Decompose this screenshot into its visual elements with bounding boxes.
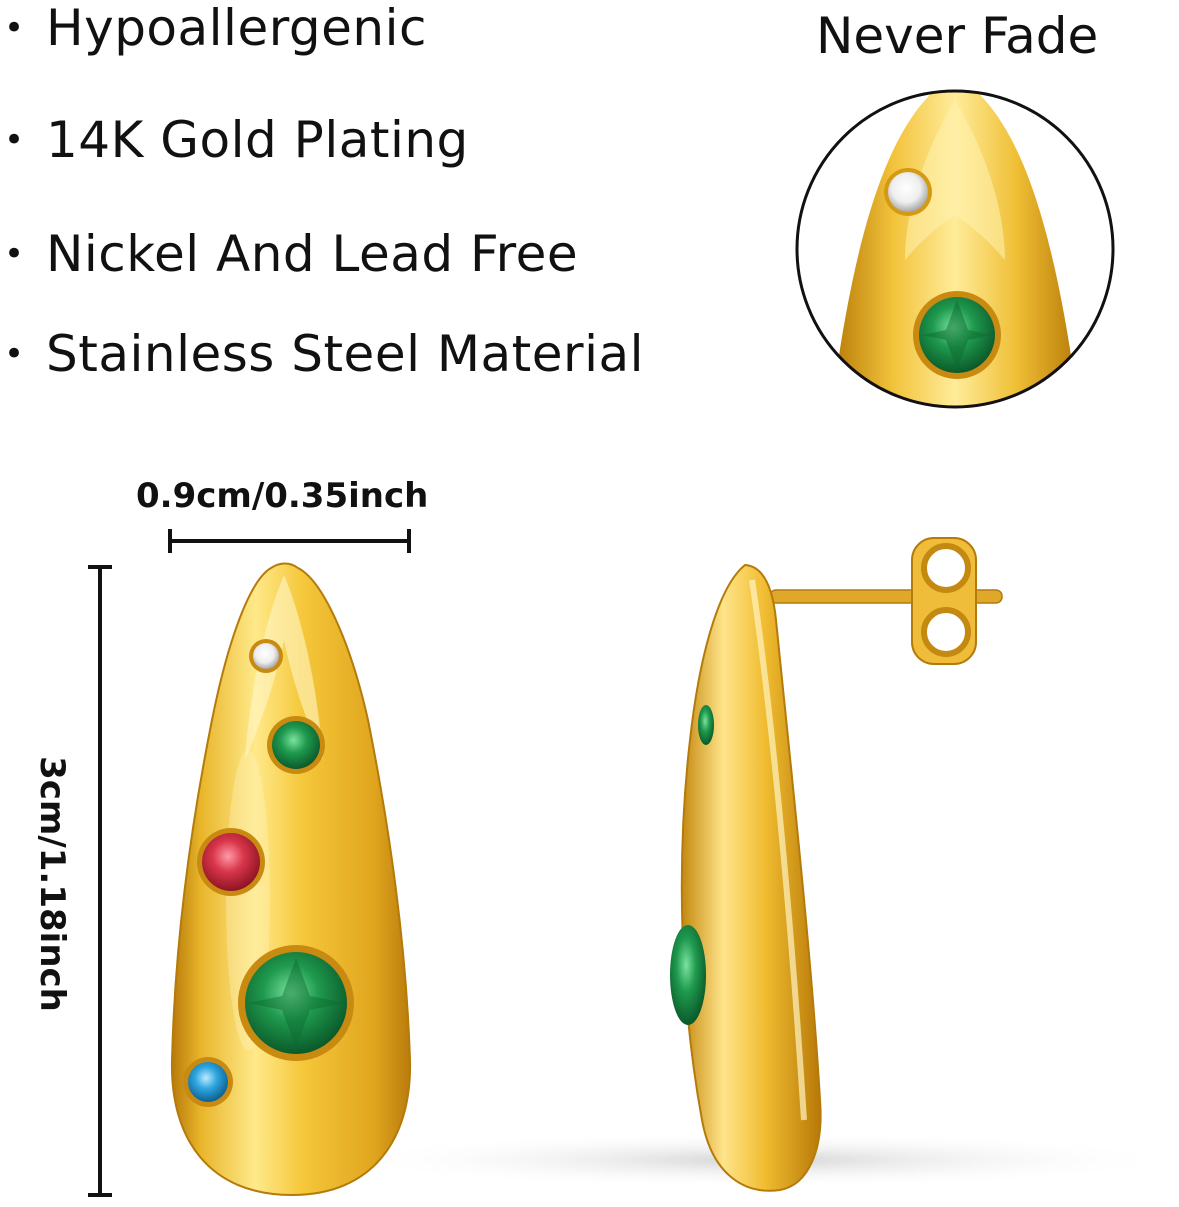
zoom-detail bbox=[795, 89, 1115, 409]
bullet-icon: • bbox=[4, 334, 25, 374]
white-gem bbox=[253, 643, 279, 669]
zoom-caption: Never Fade bbox=[816, 7, 1099, 65]
bullet-icon: • bbox=[4, 234, 25, 274]
width-dimension-label: 0.9cm/0.35inch bbox=[136, 476, 429, 516]
feature-label: Hypoallergenic bbox=[46, 0, 427, 57]
red-gem bbox=[202, 833, 260, 891]
bullet-icon: • bbox=[4, 120, 25, 160]
earring-back bbox=[911, 537, 977, 665]
zoom-gold-surface bbox=[830, 91, 1080, 407]
width-dimension-bar bbox=[168, 529, 411, 553]
height-dimension-bar bbox=[88, 565, 112, 1197]
side-green-gem-small bbox=[698, 705, 714, 745]
blue-gem bbox=[188, 1062, 228, 1102]
bullet-icon: • bbox=[4, 8, 25, 48]
zoom-white-gem bbox=[888, 172, 928, 212]
side-green-gem-large bbox=[670, 925, 706, 1025]
green-gem-small bbox=[272, 721, 320, 769]
feature-label: Stainless Steel Material bbox=[46, 325, 644, 383]
front-earring bbox=[170, 562, 412, 1197]
zoom-circle-outline bbox=[795, 89, 1115, 409]
side-earring bbox=[670, 537, 1003, 1192]
green-gem-large bbox=[245, 952, 347, 1054]
feature-label: Nickel And Lead Free bbox=[46, 225, 579, 283]
feature-label: 14K Gold Plating bbox=[46, 111, 469, 169]
